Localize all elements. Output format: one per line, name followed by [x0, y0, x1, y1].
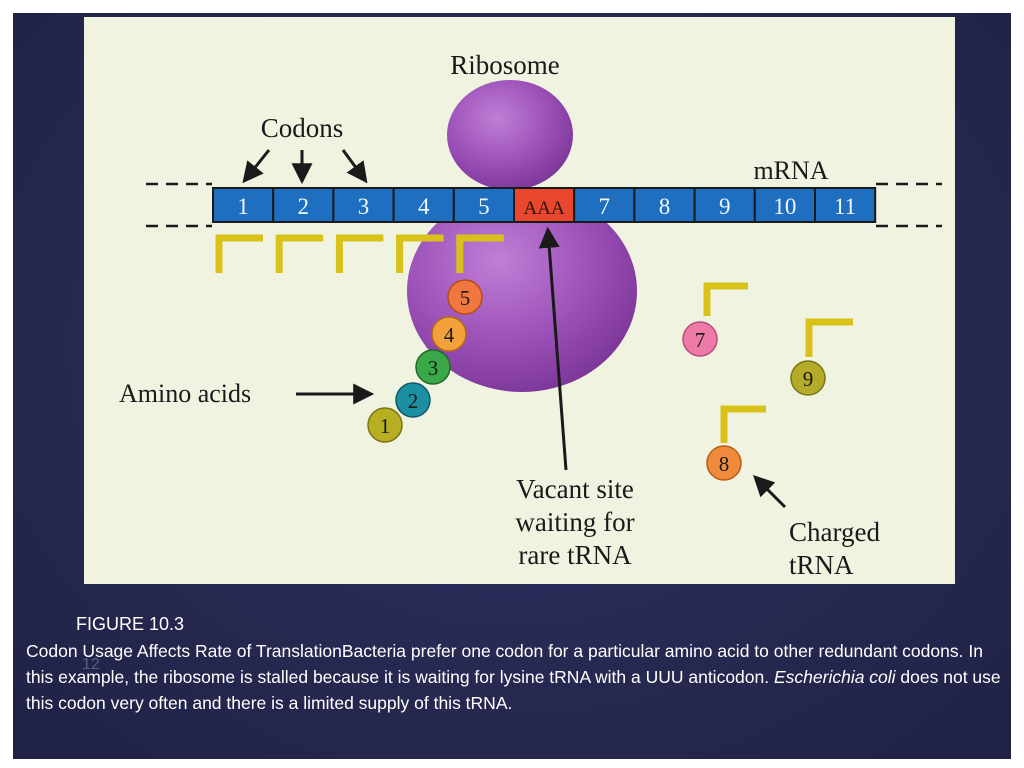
codon-8: 8 — [633, 187, 696, 223]
codon-1-label: 1 — [237, 194, 249, 219]
amino-acid-3-label: 3 — [428, 356, 439, 380]
trna-9-label: 9 — [803, 367, 814, 391]
codon-6-label: AAA — [524, 198, 565, 219]
codon-2: 2 — [272, 187, 335, 223]
vacant-site-arrow — [538, 226, 568, 471]
trna-adapter-5 — [456, 234, 504, 273]
amino-acid-1: 1 — [367, 407, 403, 443]
attached-trna-adapters — [215, 234, 504, 273]
charged-trna-label-line1: Charged — [789, 517, 880, 547]
mrna-dashed-ends — [146, 182, 942, 228]
amino-acid-3: 3 — [415, 349, 451, 385]
codon-5-label: 5 — [478, 194, 490, 219]
amino-acid-5: 5 — [447, 279, 483, 315]
codon-1: 1 — [212, 187, 275, 223]
codon-8-label: 8 — [659, 194, 671, 219]
amino-acids-label: Amino acids — [119, 379, 251, 408]
codon-7-label: 7 — [599, 194, 611, 219]
slide-number: 12 — [82, 656, 100, 673]
charged-trna-arrow — [753, 475, 787, 509]
codon-4: 4 — [392, 187, 455, 223]
charged-trna-9: 9 — [790, 318, 853, 396]
caption-text-end: does not use this codon very often and t… — [26, 667, 1001, 713]
trna-adapter-2 — [275, 234, 324, 273]
amino-acid-1-label: 1 — [380, 414, 391, 438]
ribosome-small-subunit — [447, 80, 573, 190]
caption-text: Codon Usage Affects Rate of TranslationB… — [26, 641, 983, 687]
codon-9: 9 — [693, 187, 756, 223]
vacant-site-label-line3: rare tRNA — [518, 540, 632, 570]
trna-8-label: 8 — [719, 452, 730, 476]
trna-adapter-1 — [215, 234, 263, 273]
codon-5: 5 — [452, 187, 515, 223]
amino-acid-2: 2 — [395, 382, 431, 418]
codon-10-label: 10 — [773, 194, 796, 219]
figure-label: FIGURE 10.3 — [76, 614, 185, 634]
trna-7-label: 7 — [695, 328, 706, 352]
codon-11-label: 11 — [834, 194, 856, 219]
caption-species-name: Escherichia coli — [773, 667, 896, 687]
charged-trna-8: 8 — [706, 405, 766, 481]
charged-trna-7: 7 — [682, 282, 748, 357]
amino-acid-2-label: 2 — [408, 389, 419, 413]
trna-adapter-4 — [396, 234, 444, 273]
mrna-label: mRNA — [753, 156, 828, 185]
codon-4-label: 4 — [418, 194, 430, 219]
codon-2-label: 2 — [298, 194, 310, 219]
codon-10: 10 — [753, 187, 816, 223]
codon-11: 11 — [814, 187, 877, 223]
charged-trna-label-line2: tRNA — [789, 550, 854, 580]
vacant-site-label-line1: Vacant site — [516, 474, 634, 504]
codon-arrow-1 — [242, 149, 271, 184]
amino-acid-4-label: 4 — [444, 323, 455, 347]
vacant-site-label-line2: waiting for — [515, 507, 634, 537]
codon-arrow-3 — [341, 149, 368, 184]
codon-6: AAA — [513, 187, 576, 223]
codon-3: 3 — [332, 187, 395, 223]
trna-adapter-3 — [335, 234, 384, 273]
codon-cells: 1 2 3 4 5 AAA 7 8 9 10 11 — [212, 187, 877, 223]
figure-caption: Codon Usage Affects Rate of TranslationB… — [26, 638, 1001, 716]
amino-acid-4: 4 — [431, 316, 467, 352]
codons-label: Codons — [261, 113, 344, 143]
codon-3-label: 3 — [358, 194, 370, 219]
amino-acid-5-label: 5 — [460, 286, 471, 310]
codon-9-label: 9 — [719, 194, 731, 219]
codon-7: 7 — [573, 187, 636, 223]
ribosome-label: Ribosome — [450, 50, 560, 80]
